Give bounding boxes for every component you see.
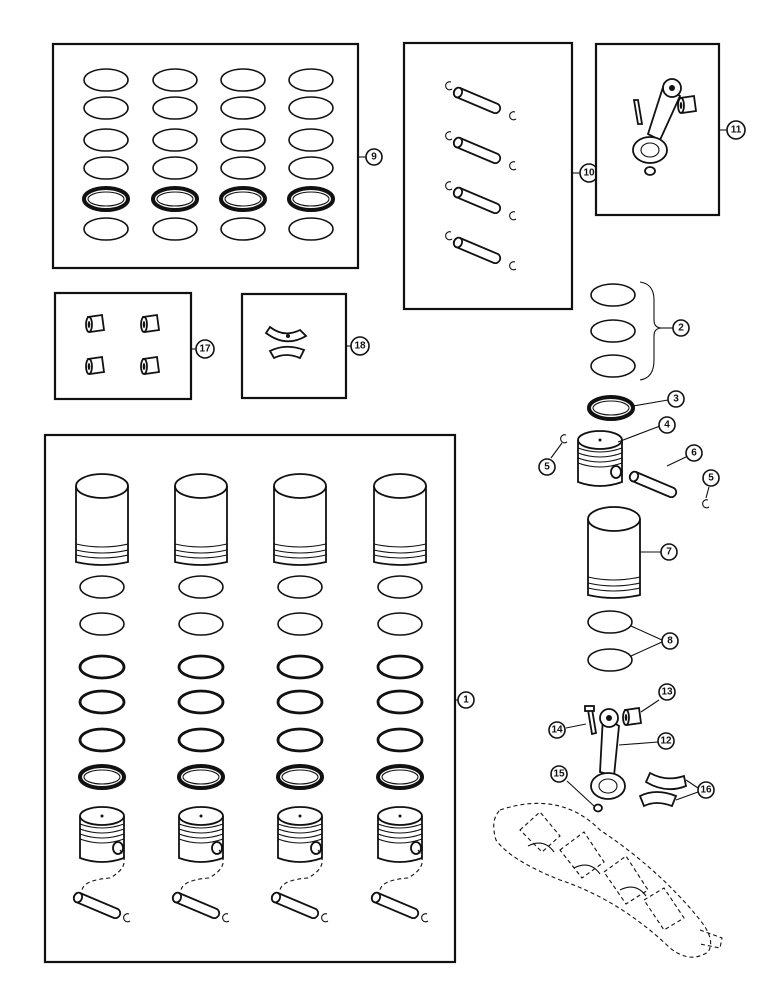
svg-text:14: 14 — [551, 725, 563, 736]
box-connecting-rod: 11 — [594, 42, 746, 217]
box-piston-pins: 10 — [402, 41, 599, 311]
snap-ring-icon — [560, 434, 568, 444]
callout-12: 12 — [657, 732, 675, 750]
seal-ring-icon — [587, 610, 633, 672]
svg-text:8: 8 — [667, 636, 673, 647]
box-bushings: 17 — [53, 291, 215, 401]
svg-text:12: 12 — [660, 736, 672, 747]
svg-text:4: 4 — [664, 420, 670, 431]
callout-16: 16 — [697, 781, 715, 799]
svg-text:7: 7 — [666, 547, 672, 558]
callout-17: 17 — [195, 339, 215, 359]
svg-text:13: 13 — [661, 687, 673, 698]
rod-bolt-icon — [584, 705, 598, 736]
callout-18: 18 — [350, 336, 370, 356]
svg-text:15: 15 — [553, 769, 565, 780]
svg-text:17: 17 — [199, 344, 211, 355]
bushing-icon — [622, 707, 642, 726]
piston-ring-icon — [590, 283, 636, 378]
svg-text:16: 16 — [700, 785, 712, 796]
snap-ring-icon — [702, 499, 710, 509]
callout-11: 11 — [726, 120, 746, 140]
piston-pin-icon — [627, 469, 678, 499]
callout-2: 2 — [672, 319, 690, 337]
connecting-rod-icon — [632, 78, 697, 176]
bearing-shell-icon — [264, 325, 308, 360]
callout-7: 7 — [660, 543, 678, 561]
exploded-assembly: 2 3 4 5 6 — [493, 281, 723, 958]
callout-15: 15 — [550, 765, 568, 783]
callout-5-right: 5 — [702, 469, 720, 487]
oil-ring-icon — [587, 395, 635, 421]
svg-text:1: 1 — [463, 695, 469, 706]
connecting-rod-icon — [590, 708, 626, 813]
callout-9: 9 — [365, 148, 383, 166]
box-ring-sets: 9 — [51, 42, 383, 270]
svg-text:18: 18 — [354, 341, 366, 352]
bearing-shell-icon — [638, 771, 688, 808]
svg-text:3: 3 — [673, 394, 679, 405]
svg-text:9: 9 — [371, 152, 377, 163]
box-cylinder-kit: 1 — [43, 433, 475, 964]
piston-icon — [577, 430, 623, 487]
svg-text:6: 6 — [691, 448, 697, 459]
callout-3: 3 — [667, 390, 685, 408]
crankshaft-icon — [493, 802, 723, 958]
svg-text:5: 5 — [544, 462, 550, 473]
svg-text:11: 11 — [731, 125, 742, 136]
svg-text:2: 2 — [678, 323, 684, 334]
callout-14: 14 — [548, 721, 566, 739]
box-bearing-shells: 18 — [240, 292, 370, 400]
callout-6: 6 — [685, 444, 703, 462]
piston-pin-icon — [71, 849, 423, 920]
callout-1: 1 — [457, 691, 475, 709]
svg-text:10: 10 — [583, 168, 595, 179]
cylinder-sleeve-icon — [587, 506, 641, 599]
callout-5-left: 5 — [538, 458, 556, 476]
callout-8: 8 — [661, 632, 679, 650]
callout-4: 4 — [658, 416, 676, 434]
svg-text:5: 5 — [708, 473, 714, 484]
callout-13: 13 — [658, 683, 676, 701]
